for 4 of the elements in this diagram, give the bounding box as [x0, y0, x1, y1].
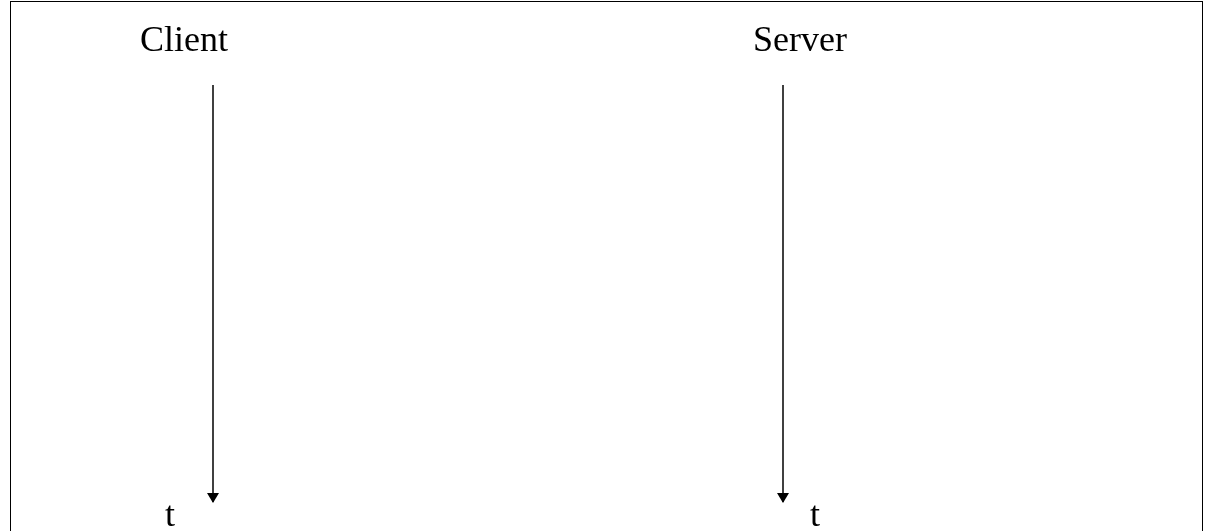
lifeline-label: Client [140, 19, 228, 59]
lifeline-label: Server [753, 19, 847, 59]
time-label: t [165, 494, 175, 531]
time-label: t [810, 494, 820, 531]
